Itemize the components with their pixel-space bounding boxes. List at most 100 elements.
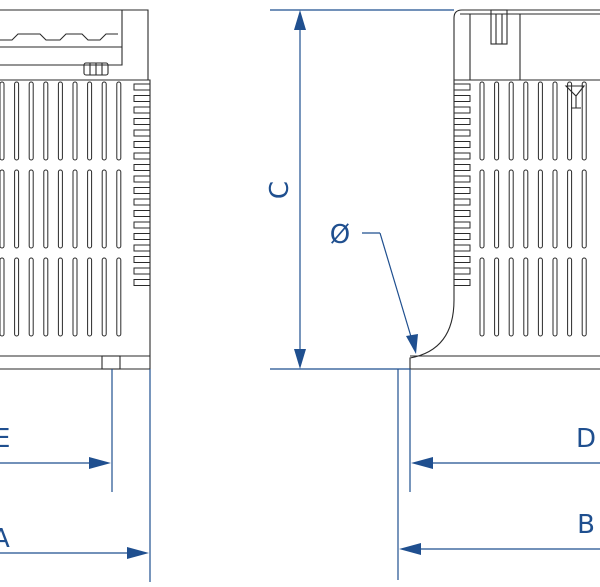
vent-slot [523, 169, 529, 249]
vent-slot [101, 169, 107, 249]
dimension-a: A [0, 369, 151, 582]
vent-slot [494, 257, 500, 337]
fin [453, 152, 471, 160]
vent-slot [523, 257, 529, 337]
fin [133, 129, 151, 137]
fin [453, 164, 471, 171]
fin [453, 256, 471, 263]
fin [453, 175, 471, 183]
label-c: C [265, 181, 295, 199]
fin [453, 83, 471, 91]
left-foot [101, 355, 121, 370]
vent-slot [28, 169, 34, 249]
vent-slot [479, 81, 485, 161]
vent-slot [537, 257, 543, 337]
label-e: E [0, 424, 10, 454]
vent-slot [537, 169, 543, 249]
vent-slot [494, 169, 500, 249]
left-top-cap [0, 9, 149, 80]
vent-slot [552, 81, 558, 161]
fin [133, 187, 151, 194]
fin [133, 118, 151, 125]
fin [453, 106, 471, 114]
vent-slot [101, 257, 107, 337]
vent-slot [28, 257, 34, 337]
vent-slot [552, 257, 558, 337]
vent-slot [116, 257, 122, 337]
vent-slot [101, 81, 107, 161]
fin [133, 256, 151, 263]
vent-slot [479, 169, 485, 249]
fin [133, 83, 151, 91]
vent-slot [0, 81, 5, 161]
vent-slot [72, 81, 78, 161]
dimension-diameter: Ø [330, 220, 418, 354]
vent-slot [552, 169, 558, 249]
fin [453, 141, 471, 148]
vent-slot [43, 257, 49, 337]
right-top-tab [490, 9, 508, 45]
fin [133, 210, 151, 217]
right-view [409, 9, 600, 370]
fin [133, 106, 151, 114]
dimension-b: B [397, 369, 600, 580]
vent-slot [508, 257, 514, 337]
vent-slot [14, 169, 20, 249]
left-side-fins [133, 83, 151, 286]
fin [133, 267, 151, 275]
fin [133, 152, 151, 160]
vent-slot [43, 169, 49, 249]
vent-slot [581, 81, 587, 161]
fin [133, 164, 151, 171]
fin [453, 244, 471, 252]
arrow-b [399, 543, 421, 555]
vent-slot [508, 81, 514, 161]
vent-slot [57, 81, 63, 161]
left-body-outline [0, 79, 151, 370]
vent-slot [87, 169, 93, 249]
fin [453, 279, 471, 286]
fin [133, 175, 151, 183]
dimension-c: C [265, 9, 454, 370]
fin [133, 233, 151, 240]
vent-slot [494, 81, 500, 161]
fin [453, 210, 471, 217]
fin [453, 129, 471, 137]
logo-mark [564, 85, 586, 109]
vent-slot [43, 81, 49, 161]
vent-slot [537, 81, 543, 161]
label-b: B [577, 510, 595, 540]
fin [133, 221, 151, 229]
vent-slot [581, 257, 587, 337]
right-side-fins [453, 83, 471, 286]
vent-slot [0, 169, 5, 249]
vent-slot [567, 257, 573, 337]
fin [453, 221, 471, 229]
left-vent-slots [0, 81, 122, 337]
left-top-crenellation [0, 33, 118, 41]
fin [133, 198, 151, 206]
vent-slot [28, 81, 34, 161]
fin [133, 279, 151, 286]
fin [453, 267, 471, 275]
vent-slot [116, 81, 122, 161]
vent-slot [72, 169, 78, 249]
arrow-c-top [294, 10, 306, 30]
vent-slot [14, 81, 20, 161]
fin [453, 198, 471, 206]
fin [133, 244, 151, 252]
vent-slot [87, 81, 93, 161]
fin [453, 95, 471, 102]
vent-slot [14, 257, 20, 337]
vent-slot [523, 81, 529, 161]
vent-slot [116, 169, 122, 249]
vent-slot [567, 169, 573, 249]
fin [453, 187, 471, 194]
left-view [0, 9, 151, 370]
arrow-c-bottom [294, 349, 306, 369]
vent-slot [57, 257, 63, 337]
dimension-d: D [409, 369, 600, 492]
label-diameter: Ø [330, 220, 350, 250]
fin [133, 141, 151, 148]
